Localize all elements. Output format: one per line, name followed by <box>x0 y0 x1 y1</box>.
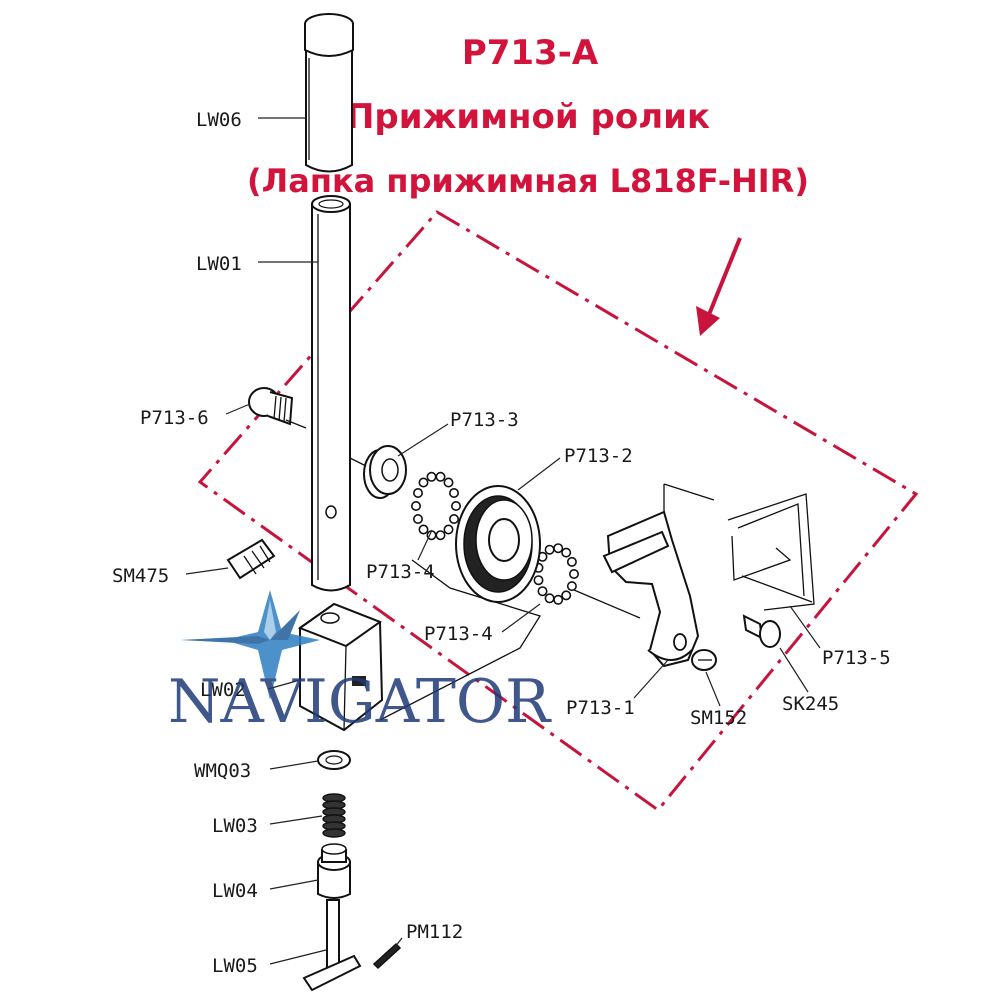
bearing-ball <box>553 594 564 605</box>
watermark-star-icon <box>180 590 320 700</box>
label-wmq03: WMQ03 <box>194 760 251 782</box>
label-p713-4-lower: P713-4 <box>424 623 493 645</box>
part-lw04 <box>317 843 351 899</box>
part-sm152 <box>691 649 717 671</box>
label-lw01: LW01 <box>196 253 242 275</box>
bearing-ball <box>412 487 423 498</box>
bearing-ball <box>435 530 446 541</box>
watermark-text: NAVIGATOR <box>168 667 552 737</box>
label-lw04: LW04 <box>212 880 258 902</box>
leader-lines <box>185 117 821 965</box>
part-wmq03 <box>317 750 351 770</box>
label-lw06: LW06 <box>196 109 242 131</box>
part-lw01 <box>311 195 351 592</box>
watermark: NAVIGATOR <box>168 590 552 737</box>
bearing-ball <box>418 524 429 535</box>
part-p713-4-upper <box>410 471 461 541</box>
title-code: P713-A <box>462 33 599 73</box>
label-pm112: PM112 <box>406 921 463 943</box>
label-p713-6: P713-6 <box>140 407 209 429</box>
part-p713-6 <box>248 387 294 426</box>
part-p713-5 <box>727 493 815 611</box>
label-p713-1: P713-1 <box>566 697 635 719</box>
bearing-ball <box>435 471 446 482</box>
part-p713-4-lower <box>533 543 579 605</box>
spring-coil <box>322 828 346 838</box>
label-lw02: LW02 <box>200 679 246 701</box>
bearing-ball <box>537 586 548 597</box>
bearing-ball <box>448 513 459 524</box>
part-lw05 <box>302 899 362 992</box>
part-p713-3 <box>363 445 407 499</box>
bearing-ball <box>561 590 572 601</box>
bearing-ball <box>443 477 454 488</box>
bearing-ball <box>566 581 577 592</box>
bearing-ball <box>533 575 544 586</box>
label-p713-3: P713-3 <box>450 409 519 431</box>
bearing-ball <box>553 543 564 554</box>
bearing-ball <box>544 544 555 555</box>
part-sk245 <box>742 614 781 648</box>
part-lw06 <box>304 13 354 173</box>
title-line1: Прижимной ролик <box>346 97 710 137</box>
part-lw02 <box>297 602 384 732</box>
bearing-ball <box>566 556 577 567</box>
bearing-ball <box>412 513 423 524</box>
label-lw05: LW05 <box>212 955 258 977</box>
pointer-arrow <box>696 237 742 336</box>
bearing-ball <box>443 524 454 535</box>
label-sk245: SK245 <box>782 693 839 715</box>
label-sm152: SM152 <box>690 707 747 729</box>
bearing-ball <box>568 568 579 579</box>
assembly-frame <box>197 210 919 813</box>
label-p713-2: P713-2 <box>564 445 633 467</box>
bearing-ball <box>561 547 572 558</box>
label-p713-5: P713-5 <box>822 647 891 669</box>
part-p713-1 <box>602 483 715 668</box>
bearing-ball <box>544 593 555 604</box>
part-lw03 <box>322 793 346 838</box>
bearing-ball <box>448 487 459 498</box>
bearing-ball <box>410 500 421 511</box>
bearing-ball <box>450 500 461 511</box>
part-pm112 <box>372 942 402 970</box>
label-p713-4-upper: P713-4 <box>366 561 435 583</box>
bearing-ball <box>426 471 437 482</box>
label-sm475: SM475 <box>112 565 169 587</box>
part-sm475 <box>226 538 276 580</box>
part-p713-2 <box>455 485 541 603</box>
label-lw03: LW03 <box>212 815 258 837</box>
bearing-ball <box>418 477 429 488</box>
